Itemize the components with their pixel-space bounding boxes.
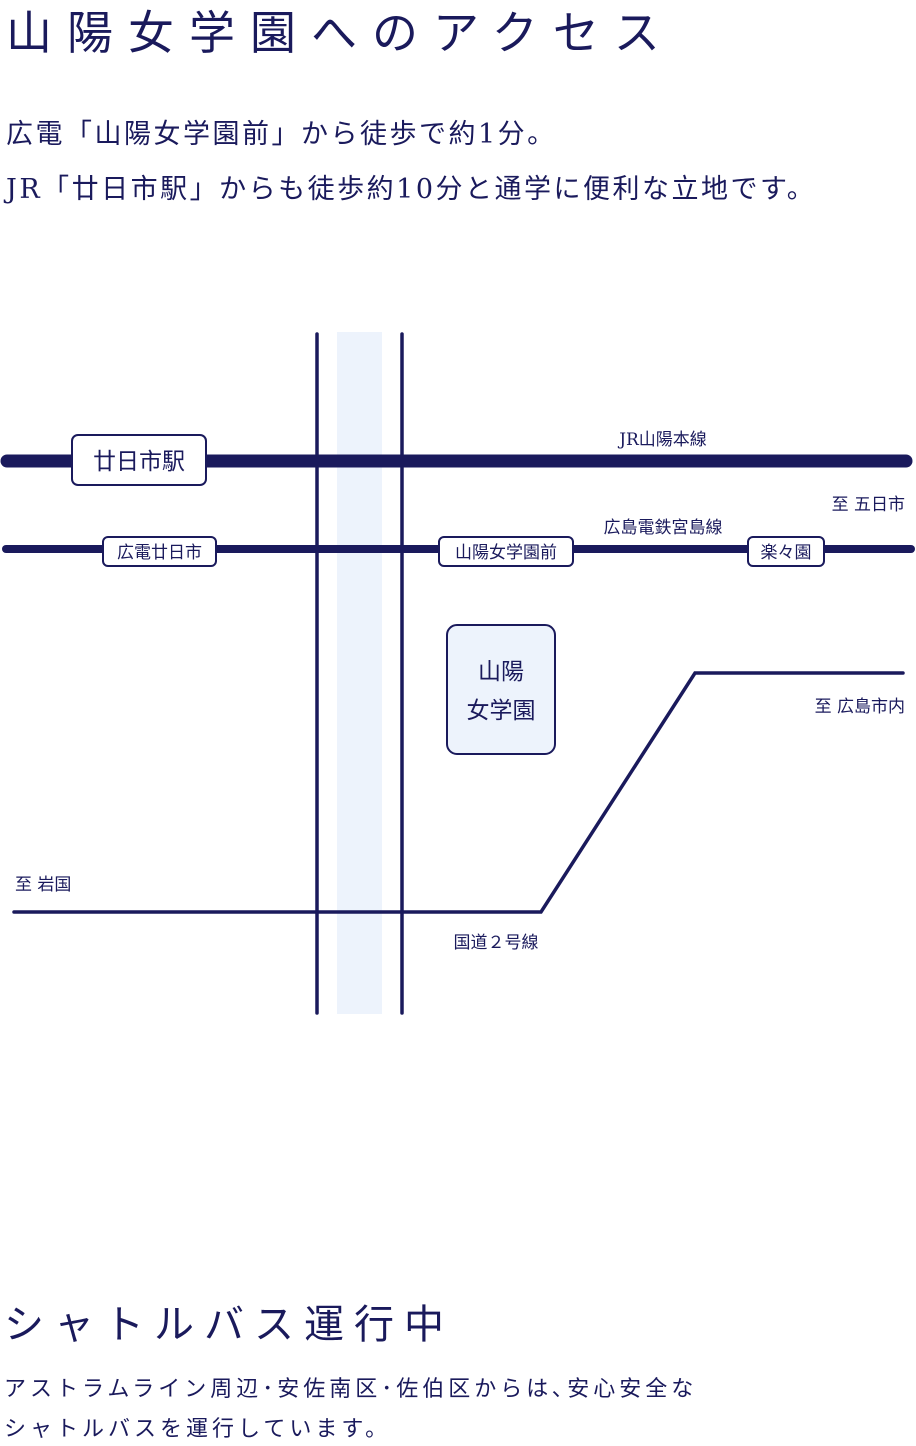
station-hiroden-hatsukaichi: 広電廿日市 [102,536,217,567]
route-2-road [12,671,905,914]
river [337,332,382,1014]
page-title: 山陽女学園へのアクセス [6,6,675,60]
access-map: JR山陽本線 広島電鉄宮島線 国道２号線 至 五日市 至 広島市内 至 岩国 廿… [0,332,915,1015]
station-sanyo-jogakuen-mae: 山陽女学園前 [438,536,574,567]
shuttle-bus-text-line-2: シャトルバスを運行しています。 [4,1417,392,1442]
lead-text-line-2: JR「廿日市駅」からも徒歩約10分と通学に便利な立地です。 [6,174,817,205]
direction-hiroshima: 至 広島市内 [815,697,905,717]
lead-text-line-1: 広電「山陽女学園前」から徒歩で約1分。 [6,119,557,150]
station-hiroden-hatsukaichi-label: 広電廿日市 [117,543,202,563]
jr-line-label: JR山陽本線 [617,430,707,450]
hiroden-line-label: 広島電鉄宮島線 [604,518,723,538]
direction-iwakuni: 至 岩国 [15,875,71,895]
school-label-line-2: 女学園 [467,698,536,724]
route-2-label: 国道２号線 [454,933,539,953]
station-jr-hatsukaichi: 廿日市駅 [71,434,207,486]
shuttle-bus-text-line-1: アストラムライン周辺･安佐南区･佐伯区からは､安心安全な [4,1377,698,1402]
direction-itsukaichi: 至 五日市 [832,495,905,515]
school-label-line-1: 山陽 [478,659,524,685]
station-rakurakuen-label: 楽々園 [761,543,812,563]
school-marker: 山陽 女学園 [446,624,556,755]
shuttle-bus-title: シャトルバス運行中 [4,1302,454,1348]
station-rakurakuen: 楽々園 [747,536,825,567]
station-sanyo-jogakuen-mae-label: 山陽女学園前 [455,543,557,563]
station-jr-hatsukaichi-label: 廿日市駅 [93,449,185,475]
